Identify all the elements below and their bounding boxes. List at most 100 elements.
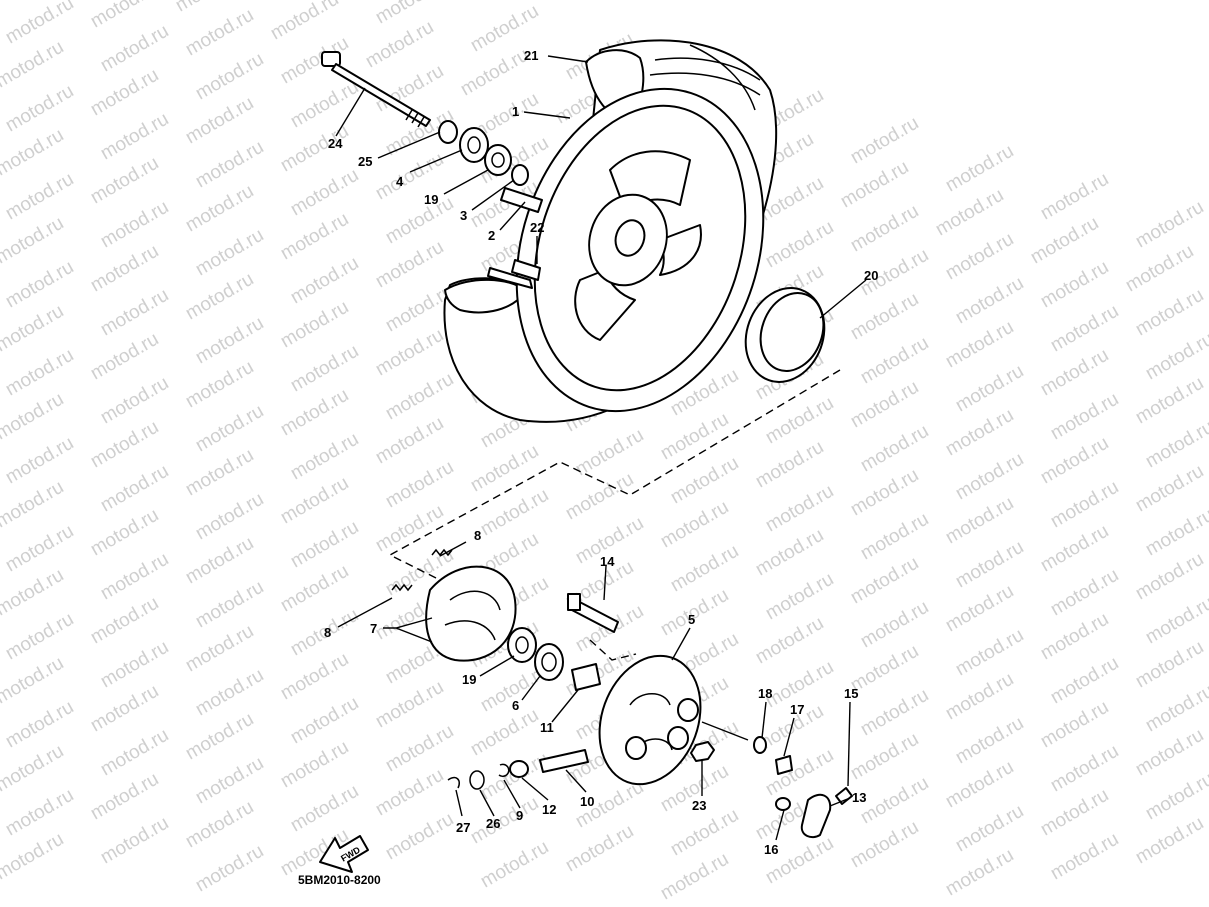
watermark-text: motod.ru [87,65,162,121]
watermark-text: motod.ru [382,369,457,425]
assembly-dash-line-2 [589,639,637,661]
watermark-text: motod.ru [857,685,932,741]
watermark-text: motod.ru [952,449,1027,505]
watermark-text: motod.ru [762,481,837,537]
watermark-text: motod.ru [97,21,172,77]
watermark-text: motod.ru [952,713,1027,769]
watermark-text: motod.ru [1037,345,1112,401]
watermark-text: motod.ru [942,581,1017,637]
callout-22: 22 [530,220,544,235]
cable-adjuster [539,749,589,773]
watermark-text: motod.ru [657,849,732,905]
watermark-text: motod.ru [192,577,267,633]
return-spring [431,548,453,557]
watermark-text: motod.ru [752,525,827,581]
watermark-text: motod.ru [192,841,267,897]
o-ring-26 [469,770,485,790]
watermark-text: motod.ru [1037,169,1112,225]
watermark-text: motod.ru [287,253,362,309]
callout-5: 5 [688,612,695,627]
callout-3: 3 [460,208,467,223]
plate-boss [625,736,647,760]
watermark-text: motod.ru [87,505,162,561]
watermark-text: motod.ru [277,649,352,705]
watermark-text: motod.ru [97,725,172,781]
collar [438,120,458,144]
watermark-text: motod.ru [287,165,362,221]
watermark-text: motod.ru [2,609,77,665]
watermark-text: motod.ru [847,113,922,169]
watermark-text: motod.ru [97,285,172,341]
watermark-text: motod.ru [2,81,77,137]
watermark-text: motod.ru [382,721,457,777]
watermark-text: motod.ru [182,445,257,501]
plate-boss [677,698,699,722]
watermark-text: motod.ru [847,289,922,345]
callout-7: 7 [370,621,377,636]
watermark-text: motod.ru [87,681,162,737]
watermark-text: motod.ru [942,405,1017,461]
watermark-text: motod.ru [2,169,77,225]
watermark-text: motod.ru [942,493,1017,549]
indicator-17 [775,755,793,775]
watermark-text: motod.ru [87,153,162,209]
watermark-text: motod.ru [1142,593,1209,649]
nut-16 [775,797,791,811]
washer-12 [509,760,529,778]
watermark-text: motod.ru [1047,829,1122,885]
watermark-text: motod.ru [192,313,267,369]
watermark-text: motod.ru [182,621,257,677]
callout-19: 19 [424,192,438,207]
watermark-text: motod.ru [2,521,77,577]
wheel-assembly [443,39,778,423]
axle-thread [405,109,425,128]
watermark-text: motod.ru [1142,329,1209,385]
tread-groove [689,44,756,111]
watermark-text: motod.ru [277,737,352,793]
watermark-text: motod.ru [287,781,362,837]
watermark-text: motod.ru [287,517,362,573]
watermark-text: motod.ru [952,361,1027,417]
watermark-text: motod.ru [287,429,362,485]
watermark-text: motod.ru [2,785,77,841]
watermark-text: motod.ru [952,273,1027,329]
rim-spoke [659,224,702,276]
watermark-text: motod.ru [847,553,922,609]
watermark-text: motod.ru [942,317,1017,373]
watermark-text: motod.ru [182,533,257,589]
watermark-text: motod.ru [372,677,447,733]
camshaft-head [567,593,581,611]
watermark-text: motod.ru [277,297,352,353]
return-spring [391,583,413,592]
watermark-text: motod.ru [1132,285,1207,341]
watermark-text: motod.ru [762,393,837,449]
watermark-text: motod.ru [657,497,732,553]
watermark-text: motod.ru [667,805,742,861]
watermark-text: motod.ru [1142,769,1209,825]
valve-stem [511,259,541,281]
circlip-9 [498,763,510,778]
watermark-text: motod.ru [847,817,922,873]
leader-lines [335,55,867,841]
brake-shoe-plate [598,654,702,786]
callout-8-upper: 8 [474,528,481,543]
oil-seal-lower-inner [541,652,557,672]
watermark-text: motod.ru [87,593,162,649]
watermark-text: motod.ru [467,705,542,761]
callout-13: 13 [852,790,866,805]
callout-21: 21 [524,48,538,63]
watermark-text: motod.ru [1142,417,1209,473]
watermark-text: motod.ru [192,401,267,457]
watermark-text: motod.ru [942,229,1017,285]
watermark-text: motod.ru [847,465,922,521]
nut-23 [690,741,715,762]
watermark-text: motod.ru [287,341,362,397]
callout-18: 18 [758,686,772,701]
watermark-text: motod.ru [857,333,932,389]
watermark-text: motod.ru [942,757,1017,813]
watermark-text: motod.ru [847,201,922,257]
watermark-text: motod.ru [572,425,647,481]
cotter-pin-27 [447,776,460,789]
callout-1: 1 [512,104,519,119]
watermark-text: motod.ru [657,409,732,465]
